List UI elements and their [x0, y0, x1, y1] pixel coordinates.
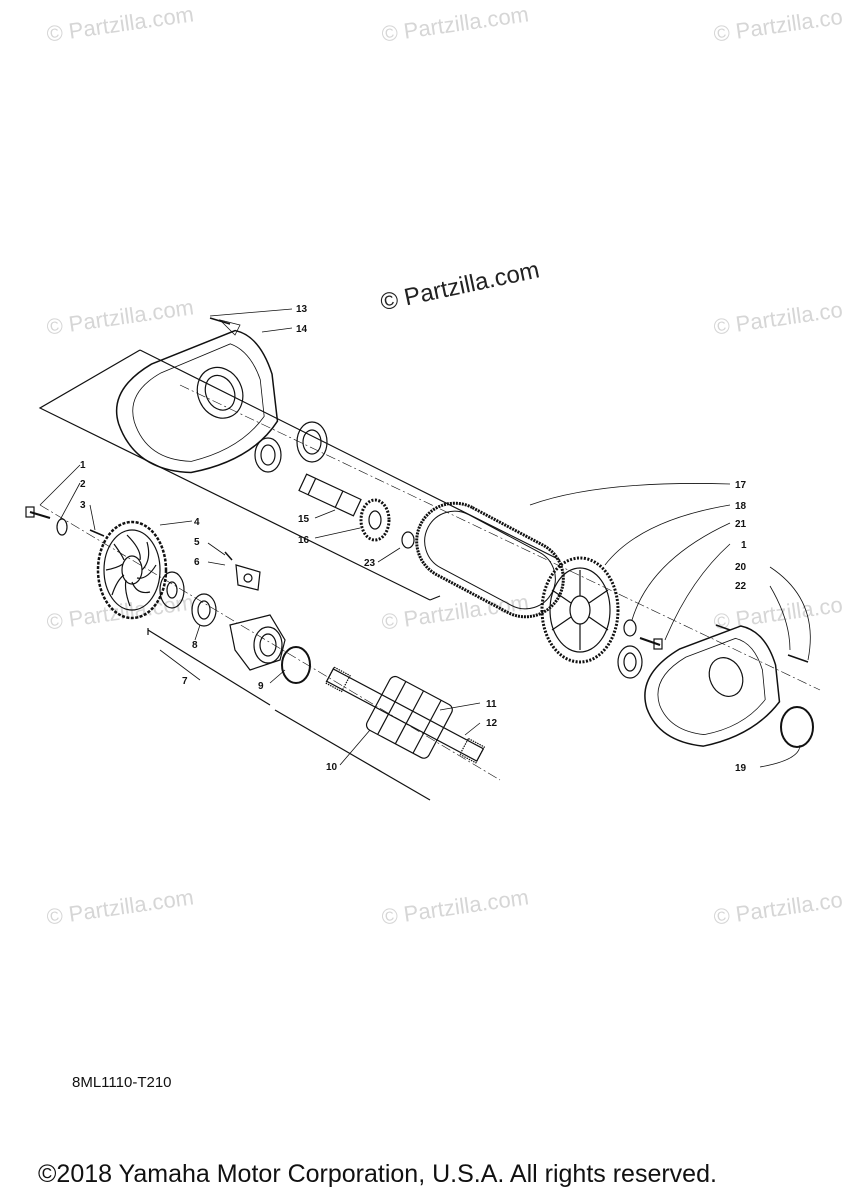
copyright-notice: ©2018 Yamaha Motor Corporation, U.S.A. A… — [38, 1160, 717, 1188]
case-cover-left — [115, 329, 279, 474]
bolt-1-left — [25, 506, 51, 519]
axis-line — [179, 384, 821, 691]
callout-label: 1 — [741, 540, 747, 551]
callout-label: 13 — [296, 304, 308, 315]
screw-3 — [89, 529, 105, 537]
drive-belt-17 — [415, 501, 565, 619]
bolt-13 — [209, 317, 231, 325]
brake-disc-4 — [96, 520, 168, 620]
callout-label: 12 — [486, 718, 498, 729]
bearing — [254, 437, 282, 473]
callout-label: 22 — [735, 581, 747, 592]
callout-label: 18 — [735, 501, 747, 512]
bolt-6 — [224, 551, 233, 561]
assembly-bracket-line — [429, 595, 441, 601]
cap-19 — [780, 706, 814, 748]
case-cover-right — [644, 625, 781, 747]
callout-label: 8 — [192, 640, 198, 651]
drive-shaft-15 — [298, 473, 362, 517]
callout-label: 21 — [735, 519, 747, 530]
callout-label: 17 — [735, 480, 747, 491]
bolt-20 — [787, 654, 809, 663]
assembly-bracket-line — [38, 349, 431, 601]
assembly-bracket-line — [274, 709, 431, 801]
callout-label: 10 — [326, 762, 338, 773]
callout-label: 7 — [182, 676, 188, 687]
washer-2 — [56, 518, 68, 536]
caliper-bracket — [235, 564, 261, 591]
callout-label: 20 — [735, 562, 747, 573]
callout-label: 15 — [298, 514, 310, 525]
callout-label: 5 — [194, 537, 200, 548]
callout-label: 14 — [296, 324, 308, 335]
bearing-right — [617, 645, 643, 679]
bearing — [296, 421, 328, 463]
washer-23 — [401, 531, 415, 549]
bearing-8 — [191, 593, 217, 627]
hub — [159, 571, 185, 609]
pulley-18 — [540, 556, 620, 664]
sprocket-16 — [359, 498, 391, 542]
bolt-1-right — [639, 637, 663, 650]
o-ring-9 — [281, 646, 311, 684]
assembly-bracket-line — [139, 349, 561, 561]
diagram-code: 8ML1110-T210 — [72, 1074, 172, 1091]
callout-label: 2 — [80, 479, 86, 490]
callout-label: 3 — [80, 500, 86, 511]
callout-label: 4 — [194, 517, 200, 528]
callout-label: 11 — [486, 699, 497, 710]
impeller-shaft-10 — [324, 666, 486, 764]
assembly-bracket-line — [147, 629, 271, 706]
callout-label: 1 — [80, 460, 86, 471]
bolt-22 — [715, 624, 731, 631]
callout-label: 6 — [194, 557, 200, 568]
callout-label: 16 — [298, 535, 310, 546]
bearing-housing-7 — [229, 614, 286, 671]
washer-21 — [623, 619, 637, 637]
callout-label: 19 — [735, 763, 747, 774]
callout-label: 23 — [364, 558, 376, 569]
callout-label: 9 — [258, 681, 264, 692]
